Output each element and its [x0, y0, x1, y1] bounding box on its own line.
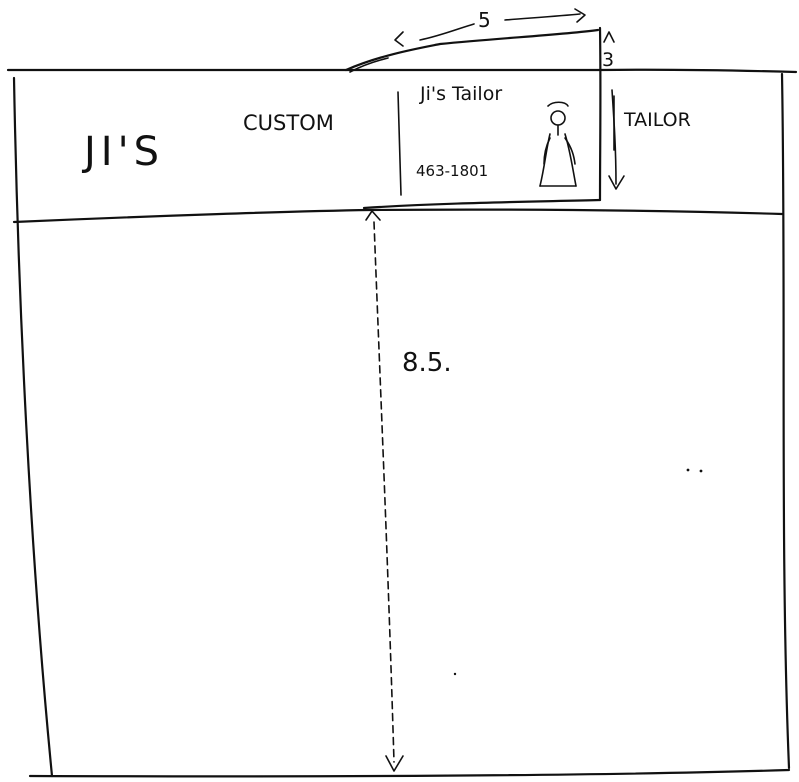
storefront-outline [6, 68, 798, 778]
stray-marks [453, 468, 703, 676]
business-card: Ji's Tailor 463-1801 [344, 26, 602, 210]
tailor-figure-icon [539, 101, 577, 187]
wall-height-label: 8.5. [402, 348, 452, 378]
card-width-label: 5 [478, 8, 491, 32]
sign-right-word: TAILOR [623, 109, 691, 131]
card-phone: 463-1801 [416, 162, 488, 180]
card-height-dimension: 3 [602, 31, 625, 190]
wall-height-dimension: 8.5. [365, 210, 452, 772]
card-title: Ji's Tailor [419, 83, 502, 105]
sign-middle-word: CUSTOM [243, 111, 334, 135]
card-height-label: 3 [602, 49, 614, 71]
sign-band-border [12, 208, 784, 224]
card-width-dimension: 5 [394, 8, 586, 47]
sign-left-word: JI'S [81, 129, 164, 175]
